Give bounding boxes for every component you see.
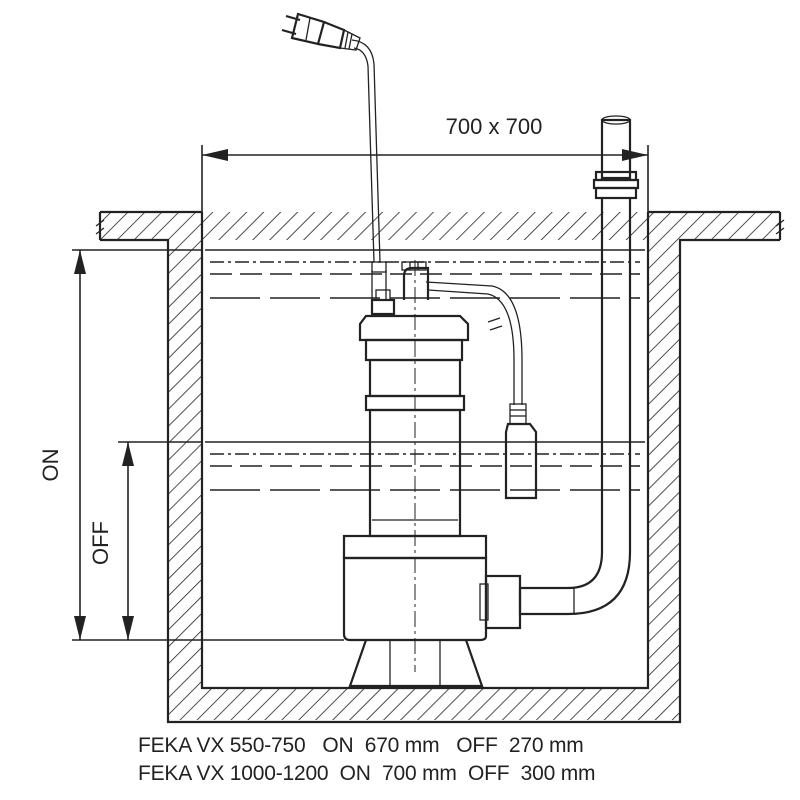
- discharge-pipe: [518, 115, 640, 616]
- off-label: OFF: [88, 521, 113, 565]
- pit-width-dimension: [201, 145, 649, 212]
- water-level-upper: [205, 249, 645, 299]
- caption-line-1: FEKA VX 550-750 ON 670 mm OFF 270 mm: [138, 734, 584, 757]
- water-level-lower: [205, 441, 645, 491]
- submersible-pump: [342, 260, 522, 688]
- pit-walls: [95, 210, 785, 724]
- float-switch: [425, 281, 538, 500]
- caption-line-2: FEKA VX 1000-1200 ON 700 mm OFF 300 mm: [138, 762, 596, 785]
- on-level-dimension: [72, 249, 344, 641]
- power-cable: [351, 39, 387, 300]
- off-level-dimension: [118, 441, 202, 640]
- power-plug-icon: [281, 12, 361, 51]
- on-label: ON: [38, 449, 63, 482]
- pit-width-label: 700 x 700: [446, 114, 543, 139]
